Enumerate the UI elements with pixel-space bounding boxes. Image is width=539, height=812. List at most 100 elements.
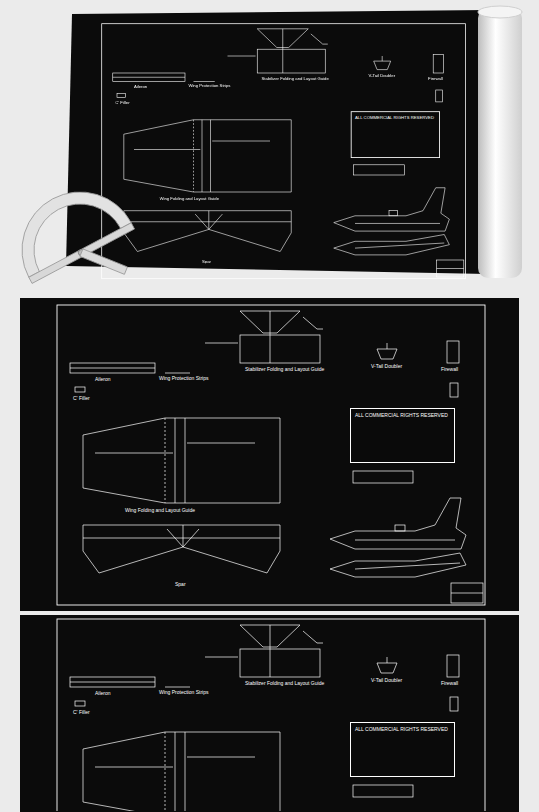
rights-box: ALL COMMERCIAL RIGHTS RESERVED — [350, 408, 455, 463]
drawing-stroke — [334, 188, 450, 231]
drawing-stroke — [167, 529, 183, 547]
drawing-stroke — [353, 165, 404, 175]
part-label: C' Filler — [73, 709, 90, 715]
drawing-stroke — [83, 732, 280, 811]
drawing-stroke — [95, 767, 173, 768]
drawing-stroke — [355, 223, 440, 224]
drawing-stroke — [374, 61, 391, 70]
drawing-stroke — [193, 120, 194, 192]
drawing-stroke — [355, 540, 455, 541]
drawing-stroke — [270, 311, 271, 363]
drawing-stroke — [75, 701, 85, 706]
drawing-stroke — [102, 24, 466, 279]
drawing-stroke — [389, 211, 398, 216]
drawing-stroke — [303, 317, 317, 329]
drawing-stroke — [240, 335, 320, 363]
drawing-stroke — [165, 418, 166, 503]
rights-heading: ALL COMMERCIAL RIGHTS RESERVED — [355, 726, 450, 732]
part-label: Stabilizer Folding and Layout Guide — [245, 680, 324, 686]
part-label: V-Tail Doubler — [369, 73, 395, 78]
part-label: Wing Protection Strips — [159, 375, 208, 381]
drawing-stroke — [57, 619, 485, 811]
drawing-stroke — [80, 249, 128, 274]
drawing-stroke — [2, 172, 132, 278]
drawing-stroke — [83, 538, 280, 539]
drawing-stroke — [165, 373, 190, 374]
rights-box: ALL COMMERCIAL RIGHTS RESERVED — [350, 722, 455, 777]
drawing-stroke — [20, 615, 519, 812]
drawing-stroke — [355, 243, 444, 248]
drawing-stroke — [183, 525, 184, 547]
drawing-stroke — [334, 235, 450, 255]
part-label: Spar — [202, 258, 211, 263]
part-label: Stabilizer Folding and Layout Guide — [262, 76, 329, 81]
drawing-stroke — [57, 619, 485, 811]
drawing-stroke — [134, 149, 200, 150]
drawing-stroke — [451, 593, 483, 594]
plan-sheet: ALL COMMERCIAL RIGHTS RESERVED Stabilizer… — [55, 303, 487, 607]
drawing-stroke — [185, 732, 186, 811]
drawing-stroke — [303, 631, 317, 643]
drawing-stroke — [451, 583, 483, 603]
part-label: Spar — [175, 581, 186, 587]
plan-sheet: ALL COMMERCIAL RIGHTS RESERVED Stabilizer… — [100, 22, 467, 280]
drawing-stroke — [436, 90, 443, 102]
drawing-stroke — [102, 24, 466, 279]
part-label: Wing Folding and Layout Guide — [160, 195, 220, 200]
drawing-stroke — [208, 211, 209, 230]
part-label: V-Tail Doubler — [371, 363, 402, 369]
drawing-stroke — [194, 81, 215, 82]
drawing-stroke — [323, 44, 328, 45]
drawing-stroke — [282, 29, 283, 73]
drawing-stroke — [450, 383, 458, 397]
drawing-stroke — [212, 141, 270, 142]
drawing-stroke — [183, 529, 199, 547]
drawing-stroke — [66, 10, 488, 274]
drawing-stroke — [210, 120, 211, 192]
part-label: Firewall — [441, 680, 458, 686]
drawing-stroke — [70, 363, 155, 373]
drawing-stroke — [117, 93, 126, 97]
drawing-stroke — [195, 214, 209, 229]
drawing-stroke — [437, 260, 464, 277]
drawing-stroke — [257, 49, 325, 73]
drawing-stroke — [124, 120, 291, 192]
rights-heading: ALL COMMERCIAL RIGHTS RESERVED — [355, 115, 436, 120]
drawing-stroke — [317, 643, 323, 644]
drawing-stroke — [113, 73, 185, 82]
drawing-stroke — [382, 56, 383, 61]
drawing-stroke — [29, 223, 135, 284]
part-label: Wing Protection Strips — [188, 83, 230, 88]
drawing-stroke — [95, 453, 173, 454]
drawing-stroke — [311, 34, 323, 44]
drawing-stroke — [2, 172, 152, 315]
part-label: Stabilizer Folding and Layout Guide — [245, 366, 324, 372]
part-label: V-Tail Doubler — [371, 677, 402, 683]
plan-drawing — [55, 617, 487, 811]
drawing-stroke — [387, 343, 388, 349]
part-label: Wing Folding and Layout Guide — [125, 507, 195, 513]
drawing-stroke — [353, 471, 413, 483]
drawing-stroke — [209, 214, 223, 229]
drawing-stroke — [478, 6, 522, 18]
part-label: Wing Protection Strips — [159, 689, 208, 695]
drawing-stroke — [330, 498, 466, 549]
part-label: Firewall — [441, 366, 458, 372]
drawing-stroke — [447, 655, 459, 677]
drawing-stroke — [70, 677, 155, 687]
drawing-stroke — [83, 525, 280, 573]
drawing-stroke — [317, 329, 323, 330]
drawing-stroke — [377, 349, 397, 359]
drawing-stroke — [20, 298, 519, 611]
drawing-stroke — [240, 649, 320, 677]
drawing-stroke — [175, 418, 176, 503]
rights-heading: ALL COMMERCIAL RIGHTS RESERVED — [355, 412, 450, 418]
drawing-stroke — [165, 687, 190, 688]
drawing-stroke — [205, 657, 238, 658]
rights-box: ALL COMMERCIAL RIGHTS RESERVED — [351, 111, 440, 158]
drawing-stroke — [395, 525, 405, 531]
drawing-stroke — [355, 563, 460, 569]
